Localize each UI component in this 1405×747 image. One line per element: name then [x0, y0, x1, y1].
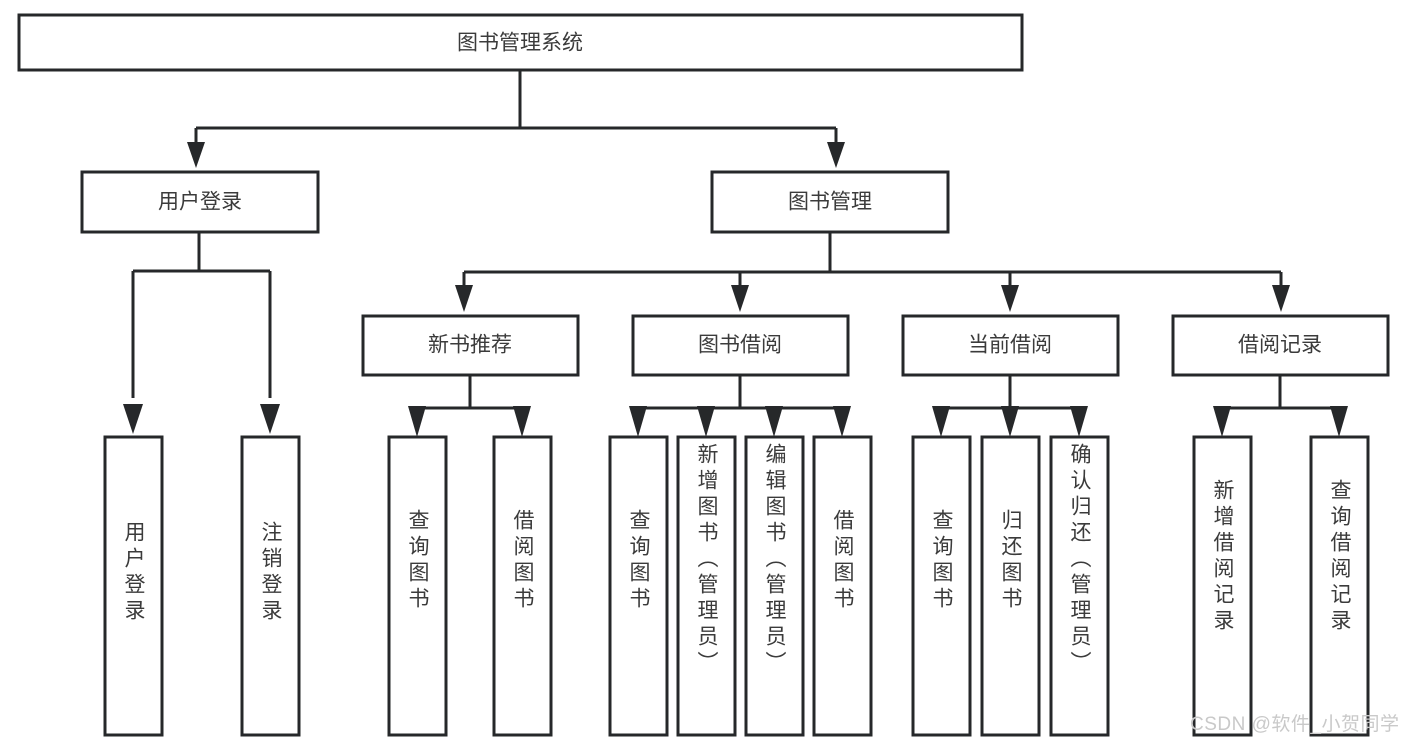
node-book-management[interactable]: [710, 170, 950, 234]
connector-newbook-to-leaves: [408, 375, 531, 437]
node-root-system-label: 图书管理系统: [457, 32, 583, 55]
arrow-head-icon: [833, 406, 851, 437]
connector-userlogin-to-leaves: [123, 232, 280, 434]
node-leaf-confirm-return-admin[interactable]: [1049, 435, 1110, 737]
arrow-head-icon: [765, 406, 783, 437]
node-leaf-return-book[interactable]: [980, 435, 1041, 737]
node-book-borrow-label: 图书借阅: [698, 334, 782, 357]
node-current-borrow-label: 当前借阅: [968, 334, 1052, 357]
arrow-head-icon: [1001, 406, 1019, 437]
connector-bookborrow-to-leaves: [629, 375, 851, 437]
arrow-head-icon: [513, 406, 531, 437]
arrow-head-icon: [697, 406, 715, 437]
arrow-head-icon: [1330, 406, 1348, 437]
arrow-head-icon: [1070, 406, 1088, 437]
node-leaf-add-book-admin[interactable]: [676, 435, 737, 737]
node-leaf-borrow-book-recommend[interactable]: [492, 435, 553, 737]
arrow-head-icon: [187, 142, 205, 168]
node-leaf-query-borrow-record[interactable]: [1309, 435, 1370, 737]
node-leaf-edit-book-admin[interactable]: [744, 435, 805, 737]
node-leaf-borrow-book[interactable]: [812, 435, 873, 737]
arrow-head-icon: [260, 404, 280, 434]
arrow-head-icon: [1213, 406, 1231, 437]
node-leaf-query-book-borrow[interactable]: [608, 435, 669, 737]
node-borrow-record-label: 借阅记录: [1238, 334, 1322, 357]
node-book-management-label: 图书管理: [788, 191, 872, 214]
node-book-borrow[interactable]: [631, 314, 850, 377]
node-leaf-logout-login[interactable]: [240, 435, 301, 737]
arrow-head-icon: [455, 285, 473, 312]
node-new-book-recommend-label: 新书推荐: [428, 334, 512, 357]
node-leaf-query-book-current[interactable]: [911, 435, 972, 737]
connector-currentborrow-to-leaves: [932, 375, 1088, 437]
node-user-login-label: 用户登录: [158, 191, 242, 214]
connector-bookmgmt-to-level2: [455, 232, 1290, 312]
csdn-watermark: CSDN @软件_小贺同学: [1190, 714, 1400, 735]
connector-root-to-level1: [187, 70, 845, 168]
arrow-head-icon: [1001, 285, 1019, 312]
arrow-head-icon: [629, 406, 647, 437]
arrow-head-icon: [731, 285, 749, 312]
node-current-borrow[interactable]: [901, 314, 1120, 377]
arrow-head-icon: [123, 404, 143, 434]
node-leaf-add-borrow-record[interactable]: [1192, 435, 1253, 737]
node-leaf-query-book-recommend[interactable]: [387, 435, 448, 737]
arrow-head-icon: [1272, 285, 1290, 312]
node-borrow-record[interactable]: [1171, 314, 1390, 377]
arrow-head-icon: [932, 406, 950, 437]
node-root-system[interactable]: [17, 13, 1024, 72]
node-user-login[interactable]: [80, 170, 320, 234]
arrow-head-icon: [827, 142, 845, 168]
arrow-head-icon: [408, 406, 426, 437]
node-new-book-recommend[interactable]: [361, 314, 580, 377]
node-leaf-user-login[interactable]: [103, 435, 164, 737]
connector-borrowrecord-to-leaves: [1213, 375, 1348, 437]
